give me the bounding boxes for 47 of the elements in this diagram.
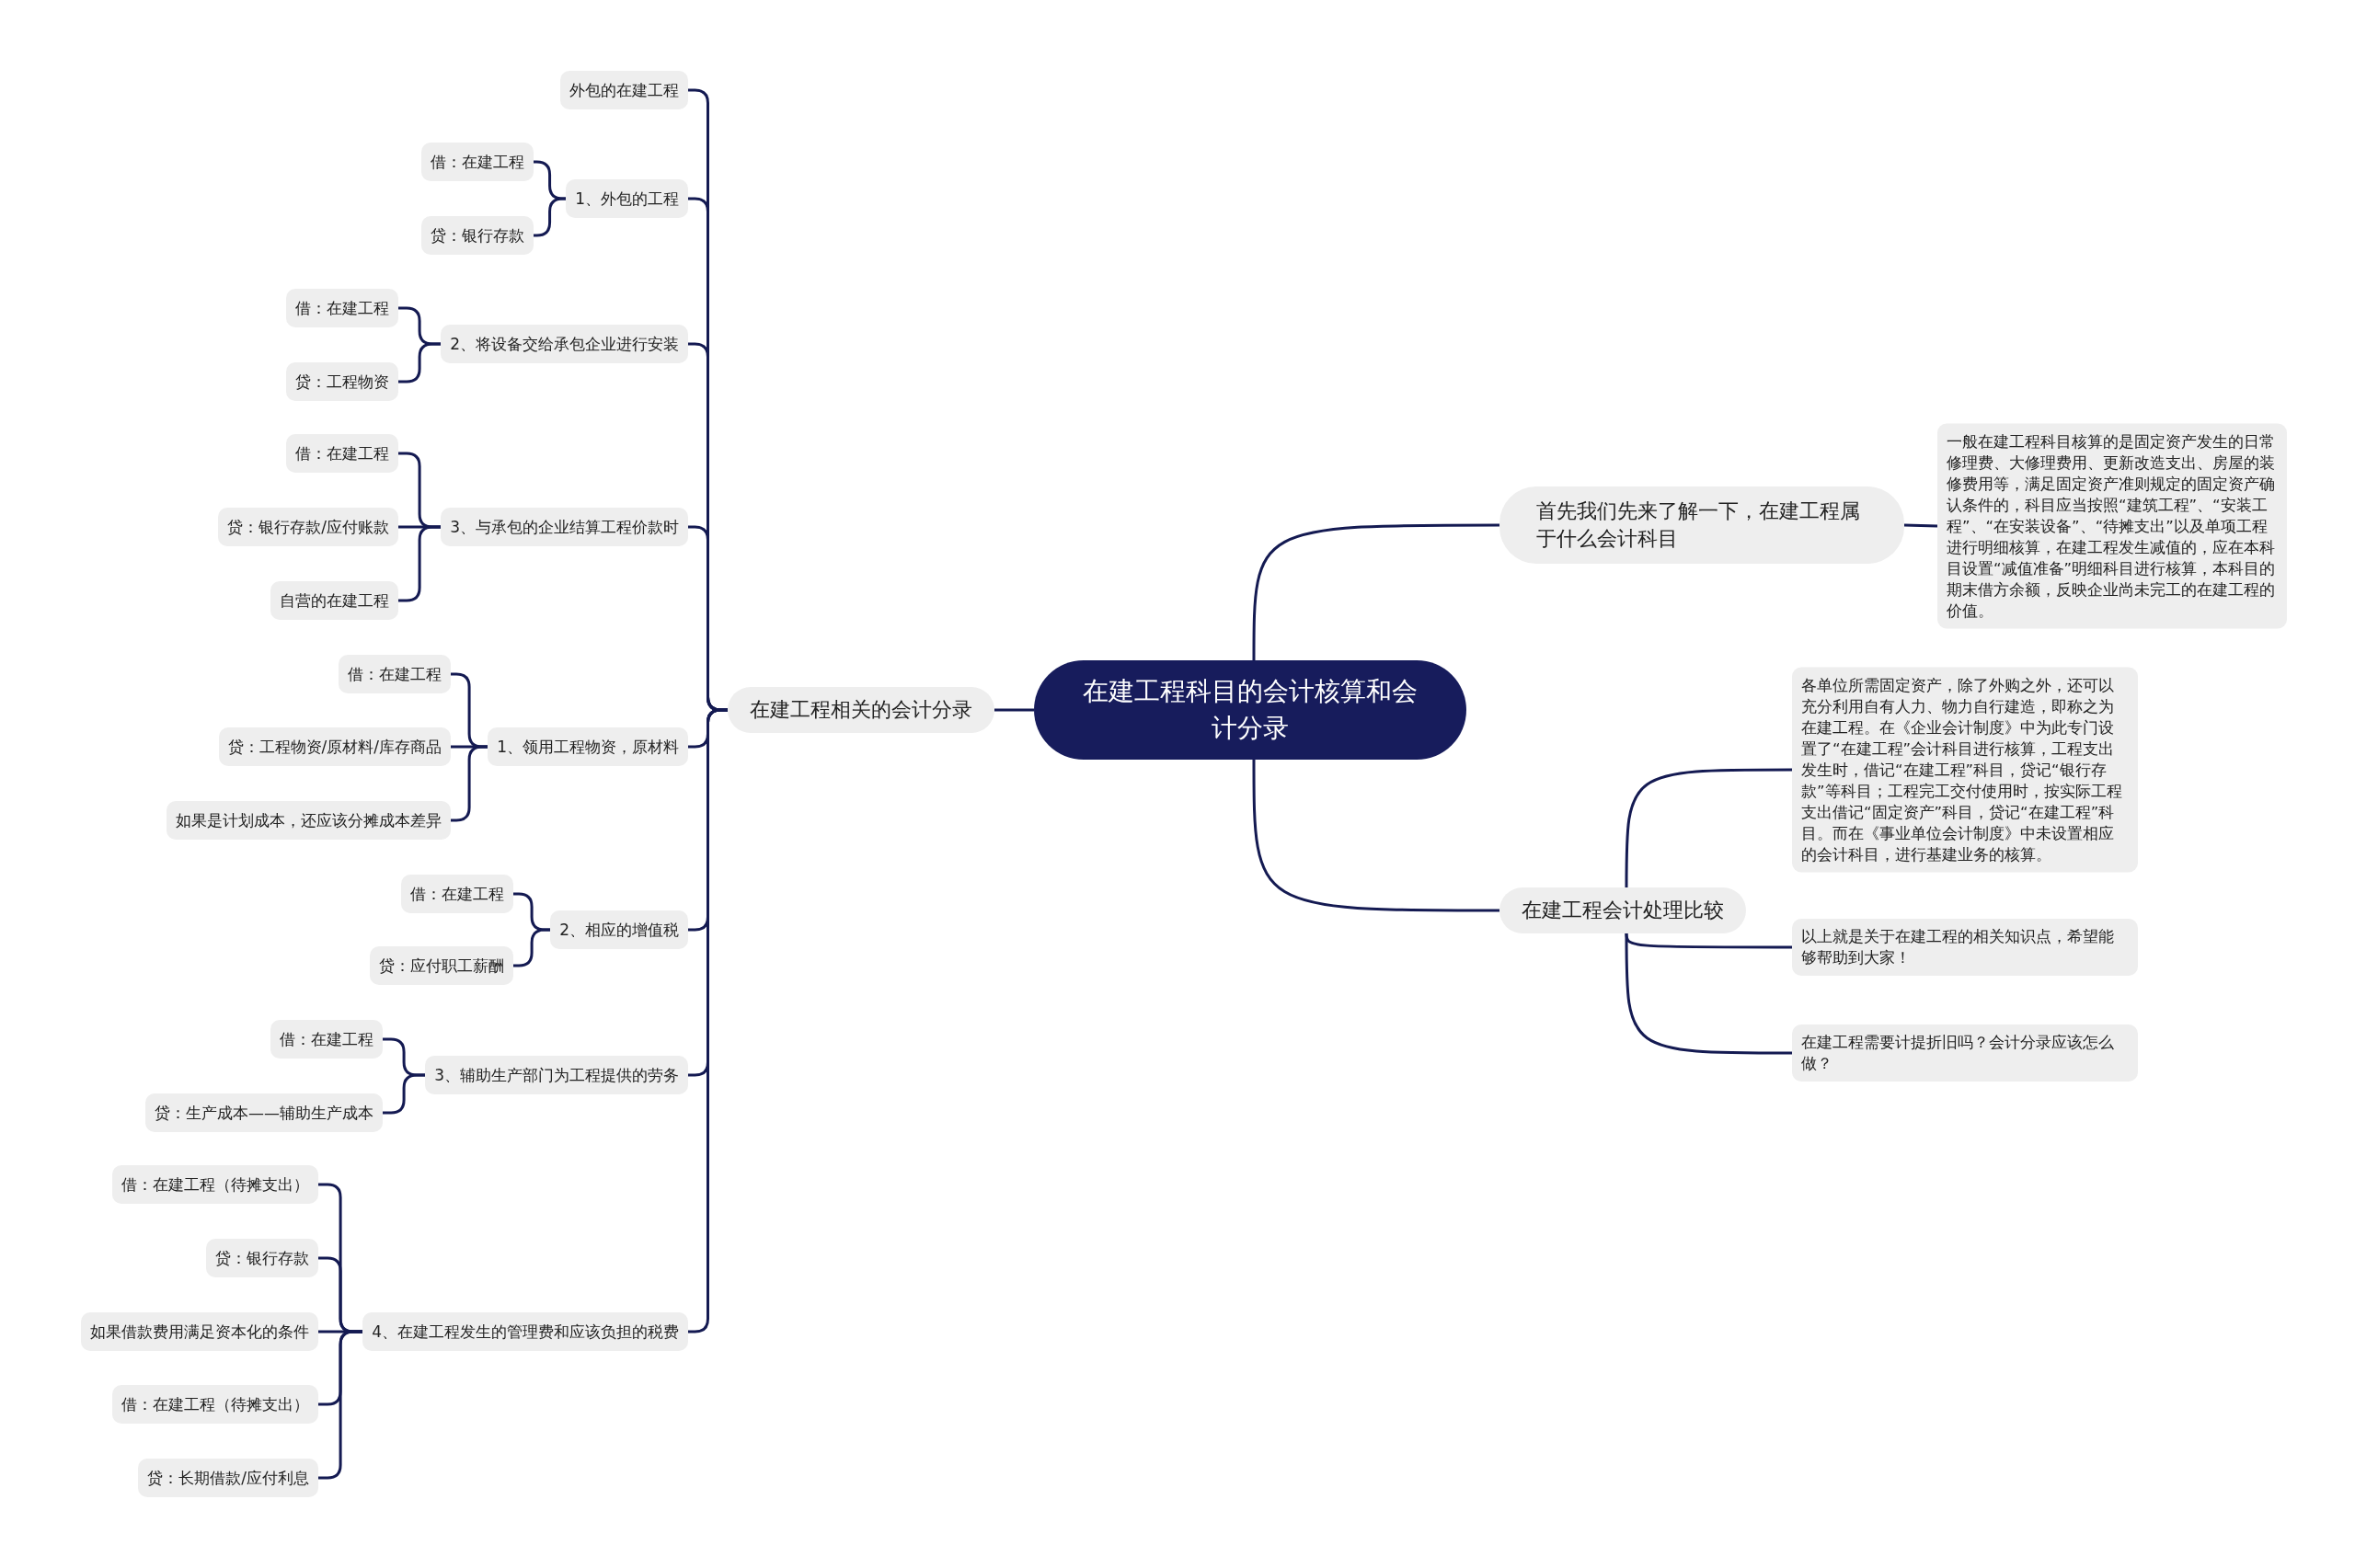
- note-box: 在建工程需要计提折旧吗？会计分录应该怎么做？: [1792, 1024, 2138, 1082]
- subtopic-box: 贷：银行存款/应付账款: [218, 508, 398, 546]
- connector-line: [1252, 760, 1499, 912]
- subtopic-box: 1、外包的工程: [566, 179, 688, 218]
- subtopic-box: 2、将设备交给承包企业进行安装: [441, 325, 688, 363]
- connector-line: [1903, 523, 1938, 528]
- subtopic-box: 借：在建工程: [286, 434, 398, 473]
- subtopic-box: 借：在建工程: [339, 655, 451, 693]
- connector-line: [318, 1330, 363, 1480]
- subtopic-box: 如果是计划成本，还应该分摊成本差异: [167, 801, 451, 840]
- note-box: 以上就是关于在建工程的相关知识点，希望能够帮助到大家！: [1792, 919, 2138, 976]
- topic-box: 首先我们先来了解一下，在建工程属于什么会计科目: [1499, 486, 1904, 564]
- subtopic-box: 1、领用工程物资，原材料: [488, 727, 688, 766]
- connector-line: [1625, 768, 1792, 887]
- subtopic-box: 3、辅助生产部门为工程提供的劳务: [425, 1056, 688, 1094]
- topic-box: 在建工程相关的会计分录: [728, 687, 994, 733]
- subtopic-box: 如果借款费用满足资本化的条件: [81, 1312, 318, 1351]
- connector-line: [994, 708, 1034, 712]
- subtopic-box: 贷：生产成本——辅助生产成本: [145, 1093, 383, 1132]
- subtopic-box: 贷：工程物资/原材料/库存商品: [218, 727, 451, 766]
- connector-line: [534, 197, 567, 237]
- subtopic-box: 贷：应付职工薪酬: [370, 946, 513, 985]
- connector-line: [513, 928, 551, 967]
- subtopic-box: 4、在建工程发生的管理费和应该负担的税费: [362, 1312, 688, 1351]
- topic-box: 在建工程会计处理比较: [1499, 887, 1746, 933]
- connector-line: [1625, 933, 1792, 1055]
- subtopic-box: 贷：工程物资: [286, 362, 398, 401]
- note-box: 一般在建工程科目核算的是固定资产发生的日常修理费、大修理费用、更新改造支出、房屋的装修费用等，满足固定资产准则规定的固定资产确认条件的，科目应当按照“建筑工程”、“安装工程”、“在安装设备”、“待摊支出”以及单项工程进行明细核算，在建工程发生减值的，应在本科目设置“减值准备”明细科目进行核算，本科目的期末借方余额，反映企业尚未完工的在建工程的价值。: [1937, 423, 2287, 629]
- subtopic-box: 贷：长期借款/应付利息: [138, 1459, 318, 1497]
- subtopic-box: 借：在建工程（待摊支出）: [112, 1385, 318, 1424]
- note-box: 各单位所需固定资产，除了外购之外，还可以充分利用自有人力、物力自行建造，即称之为在建工程。在《企业会计制度》中为此专门设置了“在建工程”会计科目进行核算，工程支出发生时，借记“在建工程”科目，贷记“银行存款”等科目；工程完工交付使用时，按实际工程支出借记“固定资产”科目，贷记“在建工程”科目。而在《事业单位会计制度》中未设置相应的会计科目，进行基建业务的核算。: [1792, 667, 2138, 873]
- connector-line: [398, 525, 442, 602]
- subtopic-box: 借：在建工程: [270, 1020, 383, 1059]
- subtopic-box: 3、与承包的企业结算工程价款时: [441, 508, 688, 546]
- central-topic: 在建工程科目的会计核算和会计分录: [1034, 660, 1466, 760]
- subtopic-box: 贷：银行存款: [421, 216, 534, 255]
- subtopic-box: 贷：银行存款: [206, 1239, 318, 1277]
- subtopic-box: 借：在建工程: [401, 875, 513, 913]
- connector-line: [1252, 523, 1499, 660]
- connector-line: [398, 342, 442, 383]
- subtopic-box: 借：在建工程（待摊支出）: [112, 1165, 318, 1204]
- subtopic-box: 借：在建工程: [286, 289, 398, 327]
- subtopic-box: 自营的在建工程: [270, 581, 398, 620]
- connector-line: [383, 1073, 426, 1115]
- subtopic-box: 借：在建工程: [421, 143, 534, 181]
- subtopic-box: 外包的在建工程: [560, 71, 688, 109]
- subtopic-box: 2、相应的增值税: [550, 910, 688, 949]
